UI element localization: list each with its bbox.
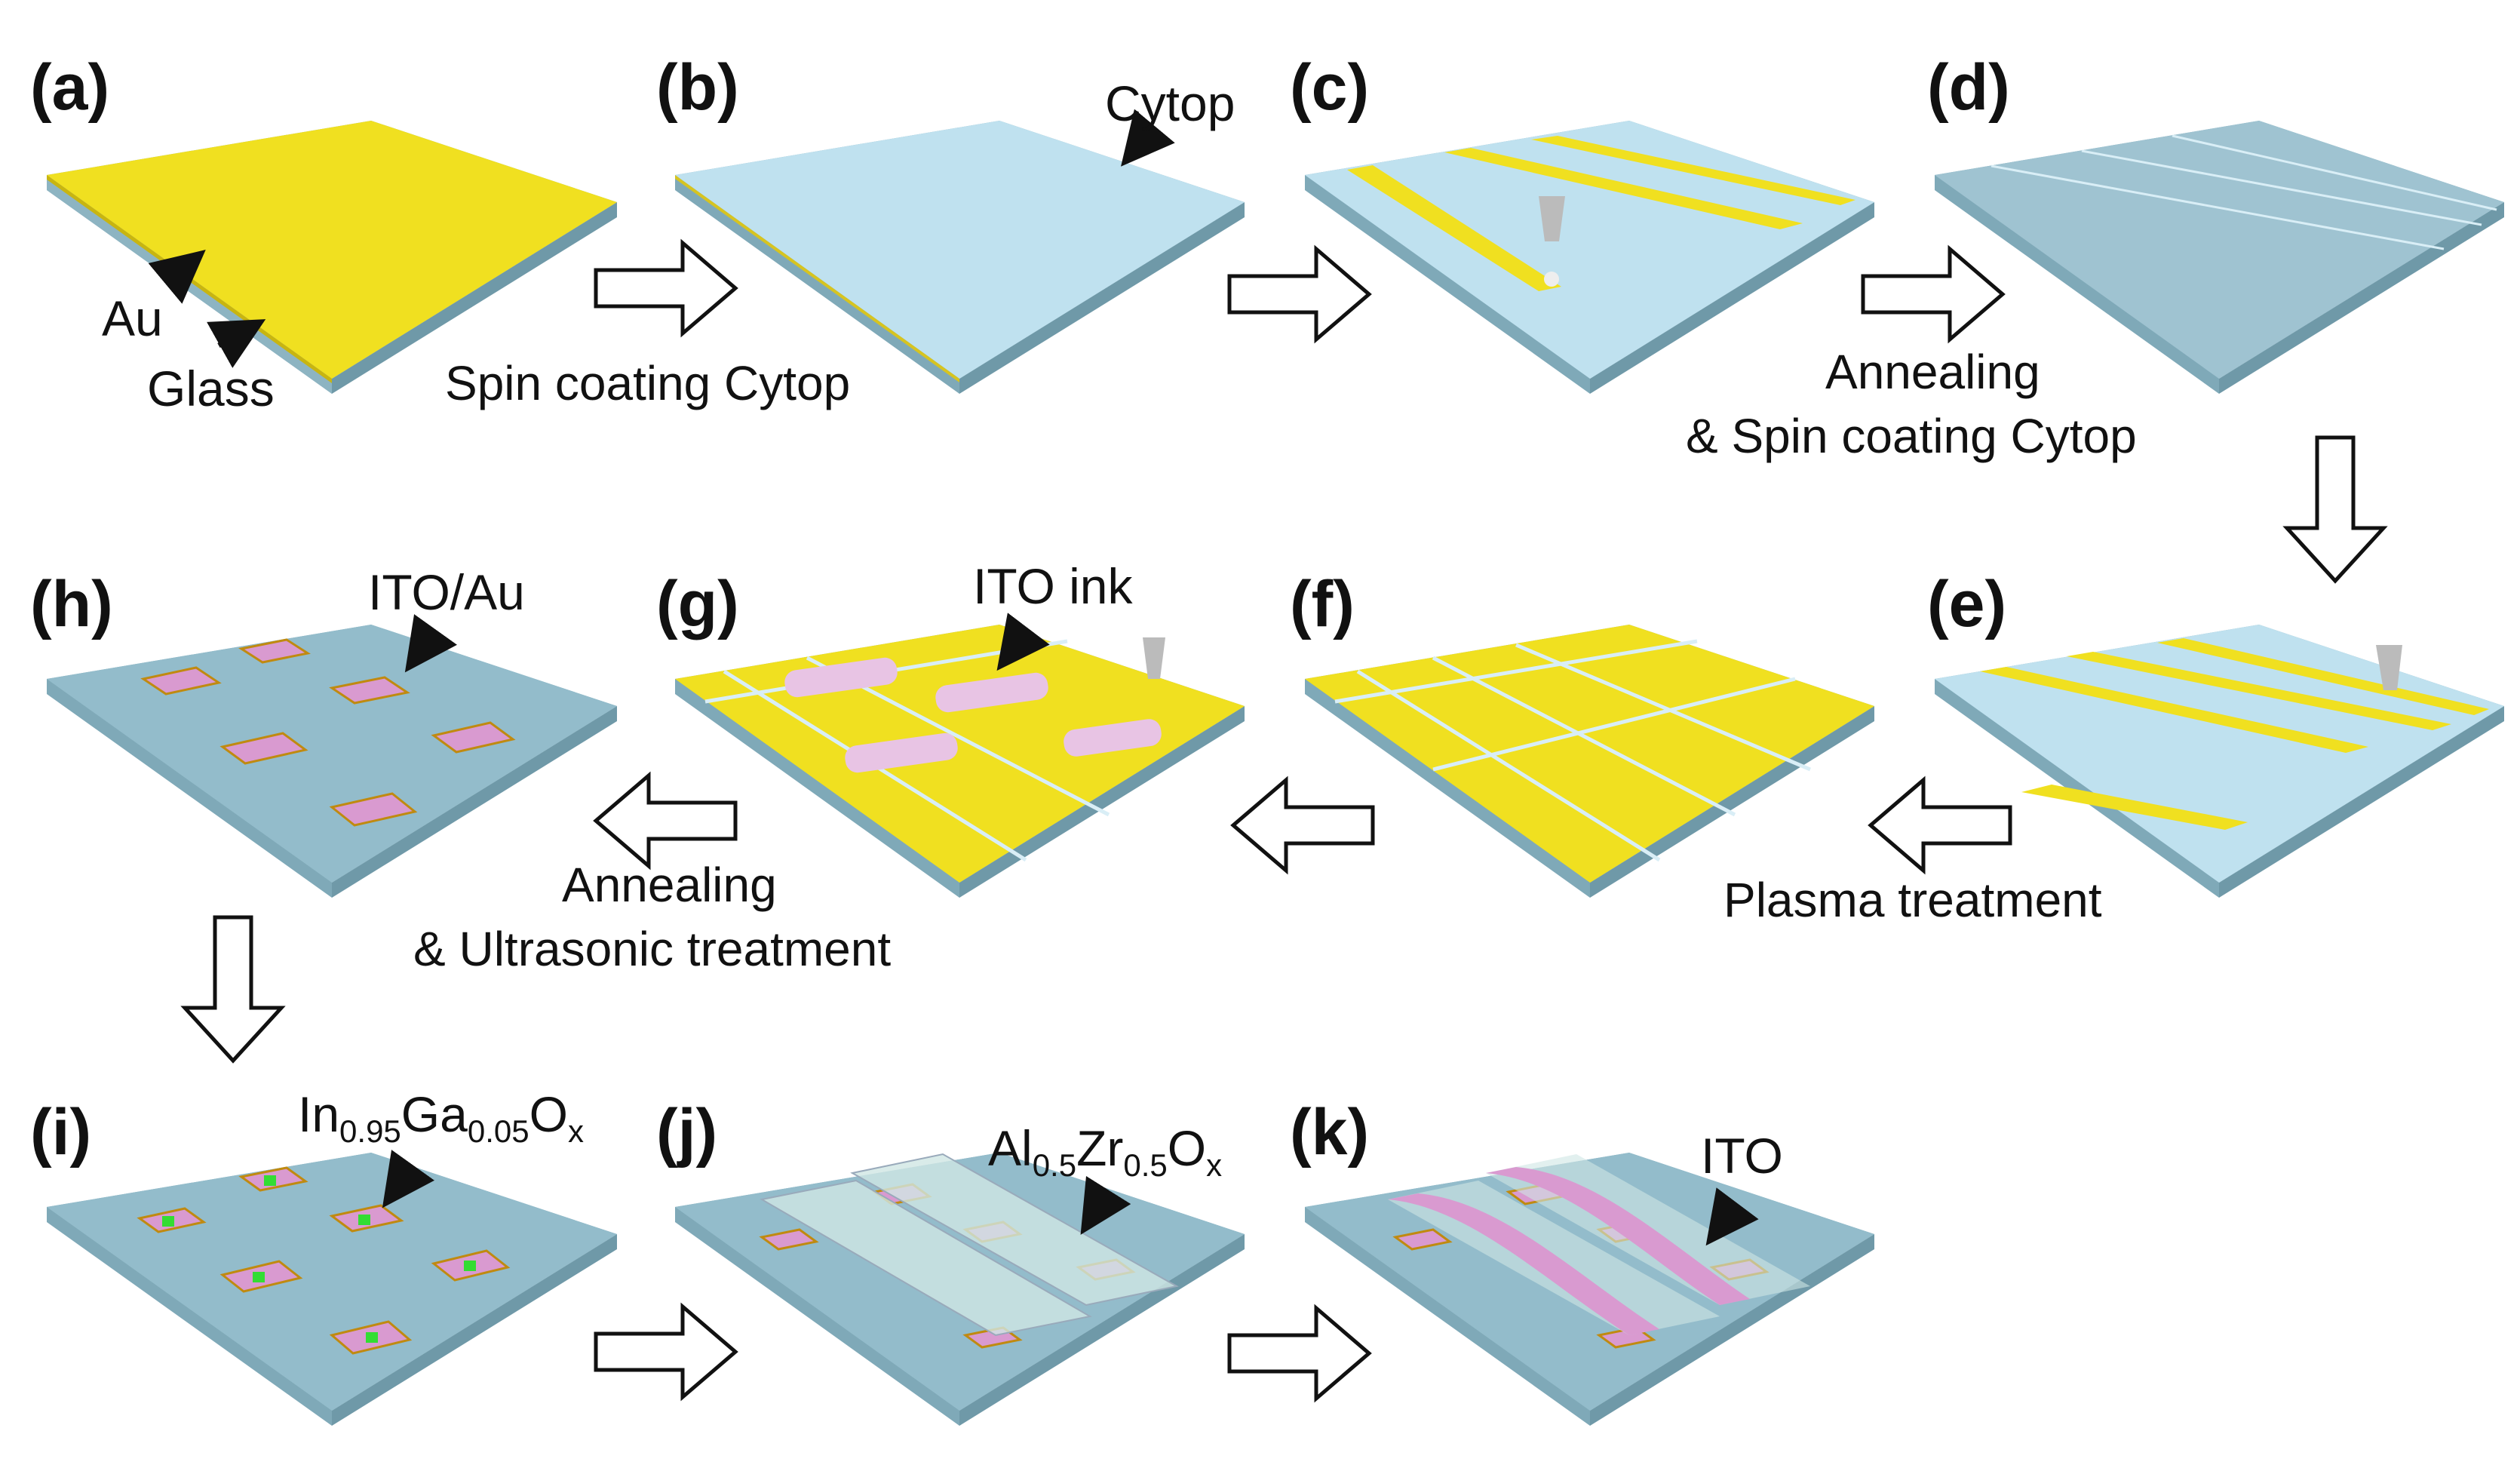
panel-label-i: (i) [30,1096,91,1169]
label-ito: ITO [1701,1128,1783,1184]
label-ito-au: ITO/Au [368,564,525,620]
panel-b-cytop-substrate [675,121,1245,394]
step-annealing-1: Annealing [1825,345,2040,399]
arrow-a-to-b [594,238,738,338]
arrow-b-to-c [1227,244,1372,344]
step-plasma: Plasma treatment [1723,873,2102,927]
arrow-i-to-j [594,1302,738,1402]
arrow-g-to-h [593,771,738,871]
panel-f-gold-grid [1305,625,1874,898]
arrow-d-to-e [2282,435,2388,584]
panel-label-h: (h) [30,568,113,640]
arrow-j-to-k [1227,1304,1372,1403]
step-spin-coating: Spin coating Cytop [445,356,850,410]
panel-j-dielectric [675,1153,1245,1426]
panel-i-igzo-channel [47,1153,617,1426]
label-igo: In0.95Ga0.05Ox [298,1086,584,1149]
process-arrows [180,238,2388,1403]
panel-label-f: (f) [1290,568,1355,640]
panel-c-patterned-cytop [1305,121,1874,394]
cytop-pointer [1121,109,1175,167]
label-ito-ink: ITO ink [973,558,1134,614]
panel-label-b: (b) [656,51,739,124]
panel-label-k: (k) [1290,1096,1369,1169]
au-pointer [148,250,206,304]
label-azo: Al0.5Zr0.5Ox [988,1120,1222,1183]
panel-label-c: (c) [1290,51,1369,124]
arrow-c-to-d [1861,244,2006,344]
step-annealing-2: Annealing [562,858,777,912]
panel-d-annealed-cytop [1935,121,2504,394]
panel-label-d: (d) [1927,51,2010,124]
ito-au-pointer [404,614,458,673]
igo-pointer [382,1150,435,1208]
panel-a-substrate [47,121,617,394]
ito-pointer [1705,1187,1759,1246]
panel-e-second-pattern [1935,625,2504,898]
panel-g-ito-ink [675,625,1245,898]
panel-label-e: (e) [1927,568,2006,640]
panel-label-a: (a) [30,51,109,124]
label-au: Au [102,290,163,346]
panel-label-j: (j) [656,1096,717,1169]
pointer-arrows [148,109,1759,1246]
label-cytop: Cytop [1105,75,1235,131]
azo-pointer [1080,1175,1131,1235]
glass-pointer [207,319,266,368]
step-annealing-2-sub: & Ultrasonic treatment [413,922,891,976]
ito-ink-pointer [996,613,1050,671]
label-glass: Glass [147,361,275,416]
arrow-h-to-i [180,915,286,1064]
panel-h-ito-au-pads [47,625,617,898]
arrow-f-to-g [1230,775,1375,875]
step-annealing-1-sub: & Spin coating Cytop [1686,409,2137,463]
panel-label-g: (g) [656,568,739,640]
panel-k-ito-gate [1305,1153,1874,1426]
arrow-e-to-f [1868,775,2012,875]
